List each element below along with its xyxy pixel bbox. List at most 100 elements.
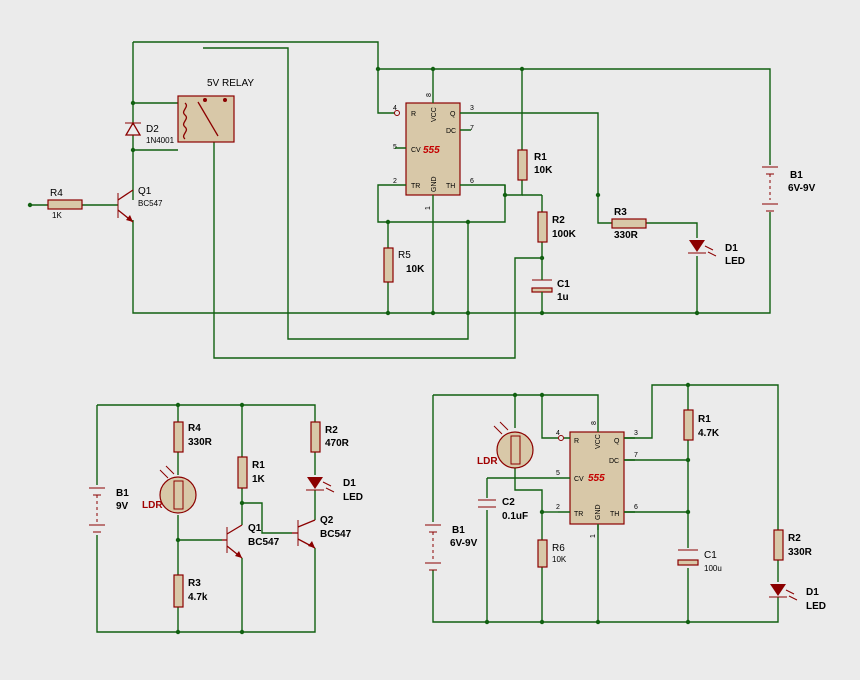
pin-name: CV (411, 147, 421, 154)
d1-ref: D1 (725, 243, 738, 254)
circuit-relay-timer: 5V RELAY D2 1N4001 R4 1K Q1 BC547 (27, 41, 816, 359)
resistor-r4-top: R4 1K (47, 188, 83, 220)
d2-ref: D2 (146, 124, 159, 135)
pin-number: 8 (426, 93, 433, 97)
pin-number: 4 (556, 430, 560, 437)
b1-value: 6V-9V (788, 183, 816, 194)
resistor-r2-right: R2 330R (773, 529, 813, 561)
resistor-r4-left: R4 330R (173, 421, 213, 453)
transistor-q1-top: Q1 BC547 (117, 186, 163, 223)
resistor-r1-right: R1 4.7K (683, 409, 720, 441)
r1-ref: R1 (252, 460, 265, 471)
pin-number: 2 (393, 178, 397, 185)
pin-number: 4 (393, 105, 397, 112)
battery-b1-top: B1 6V-9V (762, 166, 816, 212)
d1-ref: D1 (806, 587, 819, 598)
pin-number: 3 (634, 430, 638, 437)
pin-name: VCC (431, 107, 438, 122)
pin-name: VCC (595, 434, 602, 449)
circuit2-junctions (175, 402, 245, 635)
r4-value: 330R (188, 437, 213, 448)
q1-ref: Q1 (248, 523, 262, 534)
resistor-r1-top: R1 10K (517, 149, 553, 181)
pin-number: 8 (591, 421, 598, 425)
r6-ref: R6 (552, 543, 565, 554)
r3-value: 4.7k (188, 592, 208, 603)
battery-b1-left: B1 9V (89, 487, 129, 533)
r1-value: 1K (252, 474, 266, 485)
resistor-r3-top: R3 330R (611, 207, 647, 241)
r1-ref: R1 (698, 414, 711, 425)
pin-name: TR (411, 183, 420, 190)
circuit1-wires (30, 41, 771, 359)
ldr-label: LDR (477, 456, 498, 467)
r1-value: 4.7K (698, 428, 720, 439)
b1-ref: B1 (116, 488, 129, 499)
diode-d2: D2 1N4001 (124, 121, 175, 145)
transistor-q2-left: Q2 BC547 (292, 515, 352, 549)
b1-value: 6V-9V (450, 538, 478, 549)
pin-name: CV (574, 476, 584, 483)
c2-ref: C2 (502, 497, 515, 508)
pin-name: TH (610, 511, 619, 518)
r5-value: 10K (406, 264, 425, 275)
b1-value: 9V (116, 501, 129, 512)
resistor-r1-left: R1 1K (237, 456, 266, 489)
led-d1-left: D1 LED (306, 477, 363, 503)
pin-number: 2 (556, 504, 560, 511)
q2-value: BC547 (320, 529, 352, 540)
r1-ref: R1 (534, 152, 547, 163)
ic-555-bottom: 555 R VCC Q DC CV TR GND TH 4 8 3 7 5 2 … (556, 421, 638, 538)
relay-label: 5V RELAY (207, 78, 254, 89)
pin-number: 6 (470, 178, 474, 185)
r2-value: 330R (788, 547, 813, 558)
ldr-left: LDR (142, 465, 197, 514)
pin-name: DC (609, 458, 619, 465)
led-d1-right: D1 LED (769, 584, 826, 612)
r5-ref: R5 (398, 250, 411, 261)
circuit3-junctions (484, 382, 691, 625)
battery-b1-right: B1 6V-9V (425, 524, 478, 571)
pin-number: 1 (590, 534, 597, 538)
b1-ref: B1 (790, 170, 803, 181)
pin-name: GND (431, 176, 438, 192)
c1-ref: C1 (704, 550, 717, 561)
ldr-right: LDR (477, 421, 534, 469)
d2-value: 1N4001 (146, 136, 175, 145)
pin-name: Q (614, 438, 620, 445)
r1-value: 10K (534, 165, 553, 176)
q1-ref: Q1 (138, 186, 152, 197)
c2-value: 0.1uF (502, 511, 528, 522)
transistor-q1-left: Q1 BC547 (222, 523, 280, 559)
pin-number: 5 (556, 470, 560, 477)
r3-value: 330R (614, 230, 639, 241)
r2-value: 100K (552, 229, 577, 240)
pin-name: TR (574, 511, 583, 518)
pin-name: R (574, 438, 579, 445)
r3-ref: R3 (614, 207, 627, 218)
pin-name: Q (450, 111, 456, 118)
ic-555-top: 555 R VCC Q DC CV TR GND TH 4 8 3 7 5 2 … (393, 93, 474, 210)
circuit-ldr-555: LDR C2 0.1uF B1 6V-9V R6 10K 555 R V (425, 382, 826, 625)
r6-value: 10K (552, 555, 567, 564)
resistor-r2-left: R2 470R (310, 421, 350, 453)
r4-value: 1K (52, 211, 62, 220)
pin-number: 7 (470, 125, 474, 132)
r4-ref: R4 (188, 423, 201, 434)
pin-number: 6 (634, 504, 638, 511)
pin-number: 7 (634, 452, 638, 459)
capacitor-c1-top: C1 1u (531, 278, 570, 303)
d1-ref: D1 (343, 478, 356, 489)
r2-value: 470R (325, 438, 350, 449)
r2-ref: R2 (325, 425, 338, 436)
q2-ref: Q2 (320, 515, 334, 526)
circuit3-wires (432, 384, 779, 623)
r3-ref: R3 (188, 578, 201, 589)
ic-name: 555 (423, 145, 440, 156)
c1-value: 1u (557, 292, 569, 303)
pin-name: DC (446, 128, 456, 135)
ldr-label: LDR (142, 500, 163, 511)
r2-ref: R2 (552, 215, 565, 226)
resistor-r5-top: R5 10K (383, 247, 425, 283)
q1-value: BC547 (138, 199, 163, 208)
